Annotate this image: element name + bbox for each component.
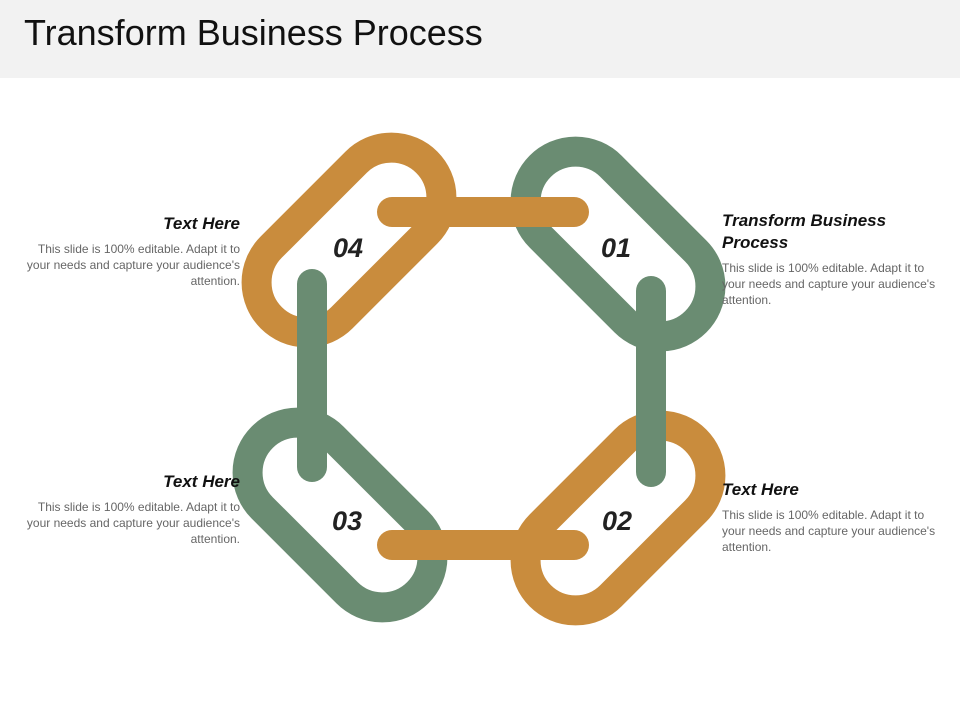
chain-link-02 [510, 410, 726, 626]
link-number-01: 01 [601, 233, 631, 263]
link-number-04: 04 [333, 233, 363, 263]
text-block-bottom-right: Text Here This slide is 100% editable. A… [722, 479, 942, 555]
text-block-body: This slide is 100% editable. Adapt it to… [722, 508, 936, 554]
title-bar: Transform Business Process [0, 0, 960, 78]
text-block-body: This slide is 100% editable. Adapt it to… [26, 242, 240, 288]
text-block-body: This slide is 100% editable. Adapt it to… [26, 500, 240, 546]
link-number-03: 03 [332, 506, 362, 536]
chain-link-04 [241, 132, 457, 348]
text-block-top-right: Transform Business Process This slide is… [722, 210, 944, 308]
text-block-heading: Text Here [163, 214, 240, 233]
text-block-body: This slide is 100% editable. Adapt it to… [722, 261, 936, 307]
link-number-02: 02 [602, 506, 632, 536]
page-title: Transform Business Process [24, 12, 483, 53]
text-block-heading: Text Here [722, 480, 799, 499]
text-block-bottom-left: Text Here This slide is 100% editable. A… [20, 471, 240, 547]
text-block-heading: Text Here [163, 472, 240, 491]
text-block-top-left: Text Here This slide is 100% editable. A… [20, 213, 240, 289]
text-block-heading: Transform Business Process [722, 211, 887, 252]
